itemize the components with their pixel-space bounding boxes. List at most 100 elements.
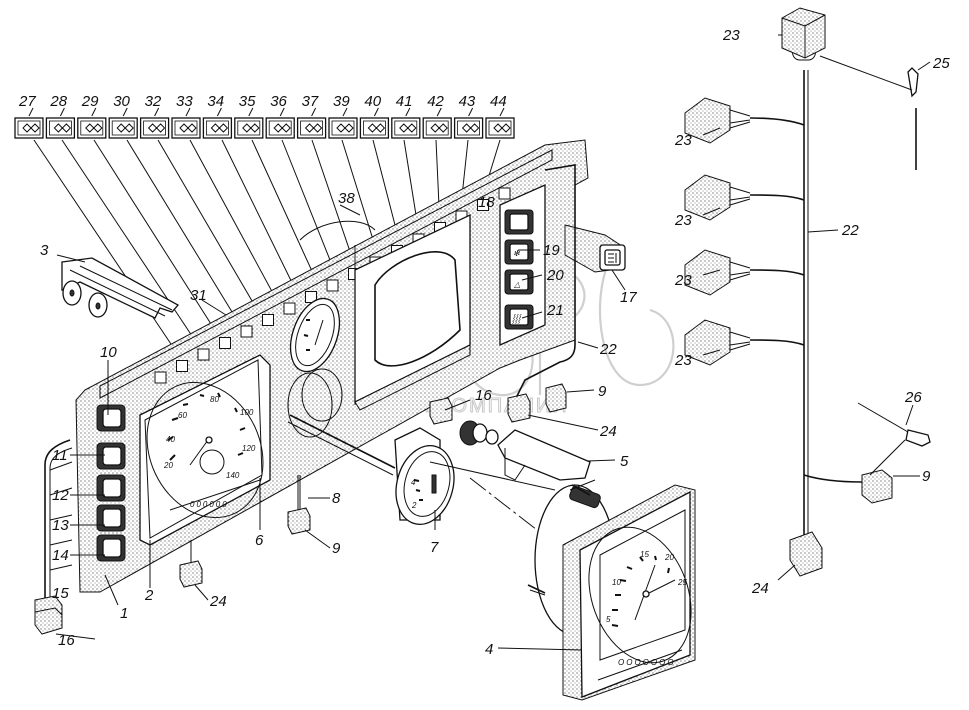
indicator-lamp-37: 37 — [296, 93, 327, 139]
lamp-symbol-icon — [367, 123, 386, 133]
speedo-label-20: 20 — [163, 461, 173, 470]
svg-text:⸾⸾⸾: ⸾⸾⸾ — [511, 314, 522, 324]
indicator-label: 42 — [427, 93, 444, 110]
lamp-symbol-icon — [430, 123, 448, 133]
connector — [781, 7, 826, 59]
callout-23-c: 23 — [674, 212, 692, 229]
callout-31: 31 — [190, 287, 207, 304]
callout-12: 12 — [52, 487, 69, 504]
callout-23-b: 23 — [674, 132, 692, 149]
lamp-symbol-icon — [493, 123, 511, 133]
callout-10: 10 — [100, 344, 117, 361]
indicator-label: 40 — [364, 93, 381, 110]
indicator-lamp-41: 41 — [391, 93, 421, 139]
speedo-label-80: 80 — [210, 395, 219, 404]
callout-23-e: 23 — [674, 352, 692, 369]
indicator-lamp-44: 44 — [485, 93, 515, 139]
indicator-lamp-30: 30 — [108, 93, 138, 139]
callout-21: 21 — [546, 302, 564, 319]
indicator-lamp-40: 40 — [359, 93, 390, 139]
sensor-wire — [857, 402, 931, 476]
instrument-panel-housing — [75, 139, 589, 593]
callout-20: 20 — [546, 267, 564, 284]
indicator-label: 30 — [113, 93, 130, 110]
callout-4: 4 — [485, 641, 493, 658]
tacho-label-25: 25 — [677, 578, 687, 587]
speedo-odometer: 000000 — [190, 500, 229, 509]
lamp-socket — [459, 420, 499, 446]
cable-harness-left — [34, 439, 73, 635]
lamp-symbol-icon — [461, 123, 480, 133]
callout-17: 17 — [620, 289, 637, 306]
indicator-lamp-43: 43 — [453, 93, 484, 139]
callout-6: 6 — [255, 532, 264, 549]
callout-9-c: 9 — [922, 468, 931, 485]
indicator-label: 28 — [49, 93, 67, 110]
panel-round-gauge — [289, 297, 341, 373]
lamp-window — [326, 279, 339, 292]
bracket — [61, 257, 180, 319]
connector — [684, 97, 751, 144]
callout-7: 7 — [430, 539, 439, 556]
callout-22-b: 22 — [841, 222, 859, 239]
lamp-window — [498, 187, 511, 200]
callout-24-c: 24 — [751, 580, 769, 597]
lamp-window — [219, 337, 231, 349]
tacho-label-10: 10 — [612, 578, 621, 587]
indicator-label: 33 — [176, 93, 193, 110]
callout-24-b: 24 — [599, 423, 617, 440]
switch — [96, 404, 126, 432]
connector — [179, 540, 203, 588]
callout-2: 2 — [144, 587, 154, 604]
lamp-window — [240, 325, 253, 338]
right-switch-column: ✻ △ ⸾⸾⸾ — [504, 209, 534, 330]
indicator-label: 34 — [207, 93, 224, 110]
switch: ⸾⸾⸾ — [504, 304, 534, 330]
switch — [96, 474, 126, 502]
connector — [287, 507, 311, 535]
lamp-window — [283, 302, 296, 315]
lamp-window — [197, 348, 210, 361]
left-switch-column — [96, 404, 126, 562]
callout-25: 25 — [932, 55, 950, 72]
connector — [429, 397, 453, 425]
tachometer: 5 10 15 20 25 OOOOOOO — [429, 461, 696, 701]
callout-9-b: 9 — [598, 383, 607, 400]
indicator-lamp-39: 39 — [328, 93, 358, 139]
connector — [507, 393, 531, 423]
indicator-lamp-27: 27 — [14, 93, 44, 139]
callout-leaders — [55, 34, 931, 651]
switch — [96, 534, 126, 562]
lamp-symbol-icon — [304, 123, 323, 133]
indicator-label: 44 — [490, 93, 507, 110]
lamp-symbol-icon — [147, 123, 166, 133]
speedo-label-60: 60 — [178, 411, 187, 420]
callout-23-d: 23 — [674, 272, 692, 289]
tacho-odometer: OOOOOOO — [618, 658, 676, 667]
connector — [684, 249, 751, 296]
indicator-label: 43 — [459, 93, 476, 110]
callout-22-a: 22 — [599, 341, 617, 358]
svg-text:△: △ — [513, 280, 520, 289]
indicator-label: 32 — [145, 93, 162, 110]
indicator-lamp-42: 42 — [422, 93, 452, 139]
connector — [861, 469, 893, 504]
switch: △ — [504, 269, 534, 295]
indicator-lamp-33: 33 — [171, 93, 201, 139]
lamp-symbol-icon — [210, 123, 229, 133]
lamp-symbol-icon — [273, 123, 291, 133]
tacho-label-15: 15 — [640, 550, 649, 559]
gauge7-label-4: 4 — [411, 478, 416, 487]
callout-1: 1 — [120, 605, 128, 622]
connector — [545, 383, 567, 413]
indicator-label: 29 — [81, 93, 99, 110]
svg-text:✻: ✻ — [513, 249, 521, 258]
lamp-symbol-icon — [116, 123, 134, 133]
callout-9-a: 9 — [332, 540, 341, 557]
lamp-symbol-icon — [336, 123, 354, 133]
indicator-lamp-32: 32 — [139, 93, 170, 139]
callout-16-a: 16 — [58, 632, 75, 649]
lamp-symbol-icon — [85, 123, 103, 133]
callout-15: 15 — [52, 585, 69, 602]
